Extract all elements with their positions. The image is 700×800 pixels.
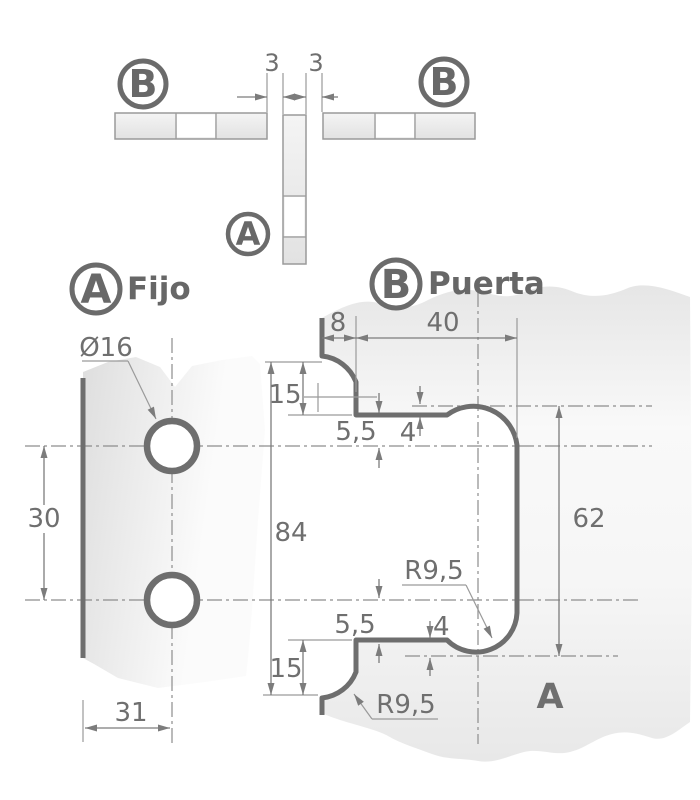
badge-circle-b-right (418, 56, 470, 108)
dim-shelf-bottom-5-5: 5,5 (334, 579, 383, 663)
dim-text-lobe-bottom: 4 (433, 612, 450, 642)
dim-text-hole-pitch: 30 (27, 504, 60, 534)
center-cross-top-radius (304, 383, 377, 412)
dim-text-edge-offset: 31 (114, 698, 147, 728)
section-bar-left-white-seg (177, 114, 215, 138)
dim-edge-offset-31: 31 (82, 698, 170, 742)
badge-letter-b-left: B (129, 62, 158, 106)
door-panel-title: B Puerta (369, 257, 545, 311)
badge-circle-a-fixed (69, 262, 123, 316)
dim-text-gap-left: 3 (264, 49, 279, 77)
door-panel-name: Puerta (428, 266, 545, 302)
dim-hole-diameter: Ø16 (79, 333, 157, 420)
dim-8-40: 8 40 (322, 308, 518, 438)
door-zone-label: A (536, 677, 563, 717)
badge-circle-b-door (369, 257, 423, 311)
dim-text-radius-top: R9,5 (404, 556, 463, 586)
fixed-panel-title: A Fijo (69, 262, 191, 316)
dim-radius-top: R9,5 (402, 556, 493, 639)
dim-text-gap-right: 3 (308, 49, 323, 77)
fixed-panel-name: Fijo (127, 271, 191, 307)
dim-gap-3-3: 3 3 (237, 49, 338, 114)
door-panel-glass (322, 285, 692, 762)
badge-circle-a-section (225, 211, 271, 257)
dim-radius-bottom: R9,5 (353, 690, 438, 720)
dim-lobe-extent-62: 62 (555, 406, 606, 656)
badge-letter-b-door: B (381, 262, 412, 308)
dim-text-radius-bottom: R9,5 (376, 690, 435, 720)
dim-text-lobe-extent: 62 (572, 504, 605, 534)
dim-lobe-top-4: 4 (400, 386, 424, 448)
dim-text-shelf-bottom: 5,5 (334, 610, 375, 640)
dim-text-cutout-height: 84 (274, 518, 307, 548)
dim-lobe-bottom-4: 4 (426, 612, 450, 676)
section-bar-vertical (282, 114, 307, 265)
centerlines (25, 292, 652, 744)
dim-text-hole-diameter: Ø16 (79, 333, 133, 363)
fixed-panel-hole-bottom (143, 571, 201, 629)
dim-top-margin-15: 15 (265, 361, 352, 416)
leader-line (353, 693, 373, 720)
dim-hole-pitch-30: 30 (27, 446, 61, 600)
dim-text-edge-offset-8: 8 (330, 308, 347, 338)
dim-text-cutout-width-40: 40 (426, 308, 459, 338)
dim-shelf-top-5-5: 5,5 (335, 393, 383, 468)
fixed-panel-glass (83, 356, 265, 688)
fixed-panel-hole-top (143, 417, 201, 475)
section-view: 3 3 B B A (114, 49, 476, 265)
dim-bottom-margin-15: 15 (269, 639, 352, 695)
dim-text-bottom-margin: 15 (269, 654, 302, 684)
section-bar-right-white-seg (376, 114, 414, 138)
section-bar-vertical-white-seg (284, 197, 305, 236)
leader-line (127, 360, 157, 420)
badge-letter-a-section: A (236, 215, 261, 253)
dim-text-lobe-top: 4 (400, 418, 417, 448)
dim-text-top-margin: 15 (268, 380, 301, 410)
dim-cutout-height-84: 84 (263, 362, 318, 696)
leader-line (465, 584, 493, 639)
badge-letter-a-fixed: A (81, 267, 112, 313)
dim-text-shelf-top: 5,5 (335, 417, 376, 447)
badge-letter-b-right: B (430, 60, 459, 104)
badge-circle-b-left (117, 58, 169, 110)
